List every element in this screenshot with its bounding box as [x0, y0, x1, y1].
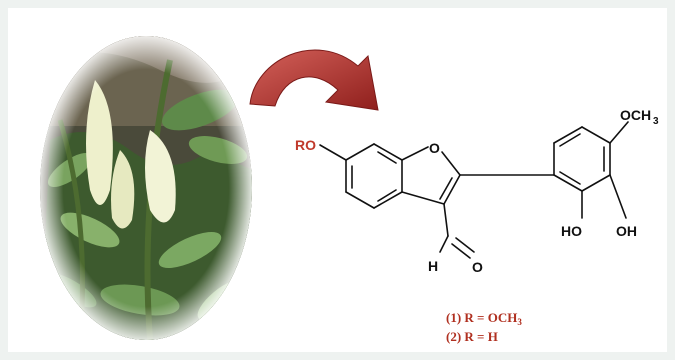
hydroxyl-right-label: OH: [616, 223, 637, 239]
legend-line-2: (2) R = H: [446, 329, 498, 344]
compound-legend: (1) R = OCH3 (2) R = H: [446, 310, 522, 344]
chemical-structure: RO O H O OCH 3 HO OH: [295, 107, 659, 275]
substituent-r-label: RO: [295, 137, 316, 153]
curved-arrow-icon: [249, 49, 379, 111]
methoxy-label: OCH: [620, 107, 651, 123]
furan-oxygen-label: O: [429, 140, 440, 156]
legend-line-1: (1) R = OCH3: [446, 310, 522, 327]
aldehyde-h-label: H: [428, 258, 438, 274]
plant-photo: [40, 36, 252, 340]
hydroxyl-left-label: HO: [561, 223, 582, 239]
methoxy-subscript: 3: [653, 116, 659, 127]
aldehyde-o-label: O: [472, 259, 483, 275]
